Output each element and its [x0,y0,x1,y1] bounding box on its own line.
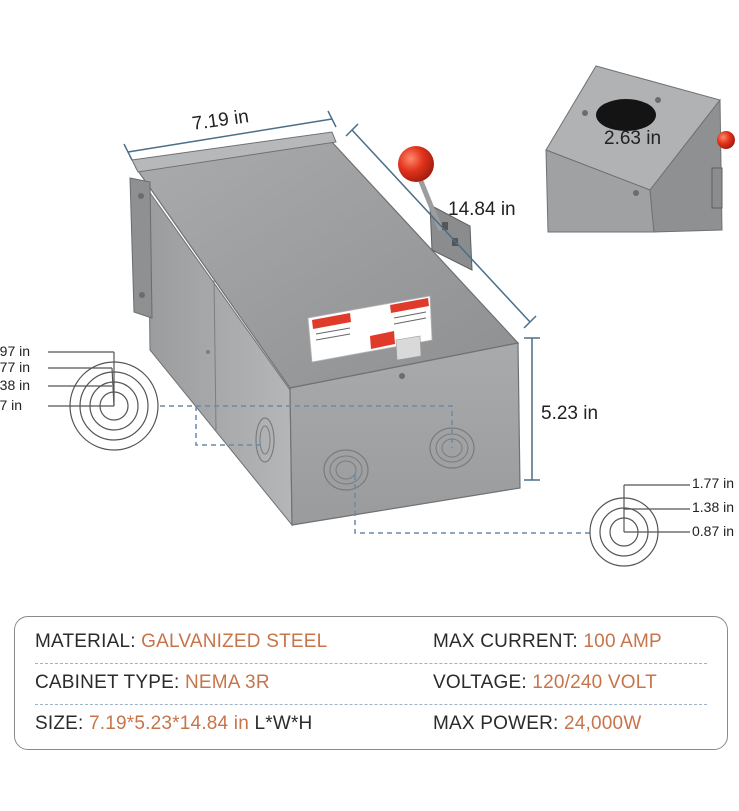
size-suffix: L*W*H [254,713,313,734]
spec-table: MATERIAL: GALVANIZED STEEL MAX CURRENT: … [14,616,728,750]
knockout-right-label-2: 1.38 in [692,499,735,515]
max-power-label: MAX POWER: [433,713,559,734]
leader-lines [160,405,590,534]
height-dimension-label: 5.23 in [541,403,599,424]
hole-dimension-label: 2.63 in [604,128,662,149]
spec-divider-1 [35,663,707,664]
spec-row-1: MATERIAL: GALVANIZED STEEL MAX CURRENT: … [15,623,727,663]
handle-knob [398,146,434,182]
knockout-left-label-2: 1.77 in [0,359,31,375]
cabinet-type-value: NEMA 3R [184,672,270,693]
front-knockout-left [323,449,369,491]
knockout-left-label-4: 0.87 in [0,397,23,413]
knockout-right-label-3: 0.87 in [692,523,735,539]
material-value: GALVANIZED STEEL [141,631,328,652]
enclosure-box [129,131,521,527]
voltage-value: 120/240 VOLT [532,672,657,693]
spec-divider-2 [35,704,707,705]
warning-label [307,295,433,363]
enclosure-front-face [289,342,521,526]
max-current-value: 100 AMP [583,631,662,652]
knockout-left-label-1: 1.97 in [0,343,31,359]
mounting-flange [129,177,153,319]
knockout-right-label-1: 1.77 in [692,475,735,491]
material-label: MATERIAL: [35,631,136,652]
spec-row-3: SIZE: 7.19*5.23*14.84 in L*W*H MAX POWER… [15,705,727,745]
spec-row-2: CABINET TYPE: NEMA 3R VOLTAGE: 120/240 V… [15,664,727,704]
dimension-lines [123,110,540,481]
depth-dimension-label: 14.84 in [448,199,516,220]
side-knockout [255,417,275,463]
knockout-left-label-3: 1.38 in [0,377,31,393]
voltage-label: VOLTAGE: [433,672,527,693]
inset-top-view [545,65,735,233]
knockout-diagram-right [589,484,690,567]
max-current-label: MAX CURRENT: [433,631,578,652]
top-hole [596,99,656,131]
size-value: 7.19*5.23*14.84 in [89,713,249,734]
cabinet-type-label: CABINET TYPE: [35,672,180,693]
enclosure-lid-lip [131,131,337,173]
max-power-value: 24,000W [564,713,642,734]
size-label: SIZE: [35,713,84,734]
knockout-diagram-left [48,351,159,451]
